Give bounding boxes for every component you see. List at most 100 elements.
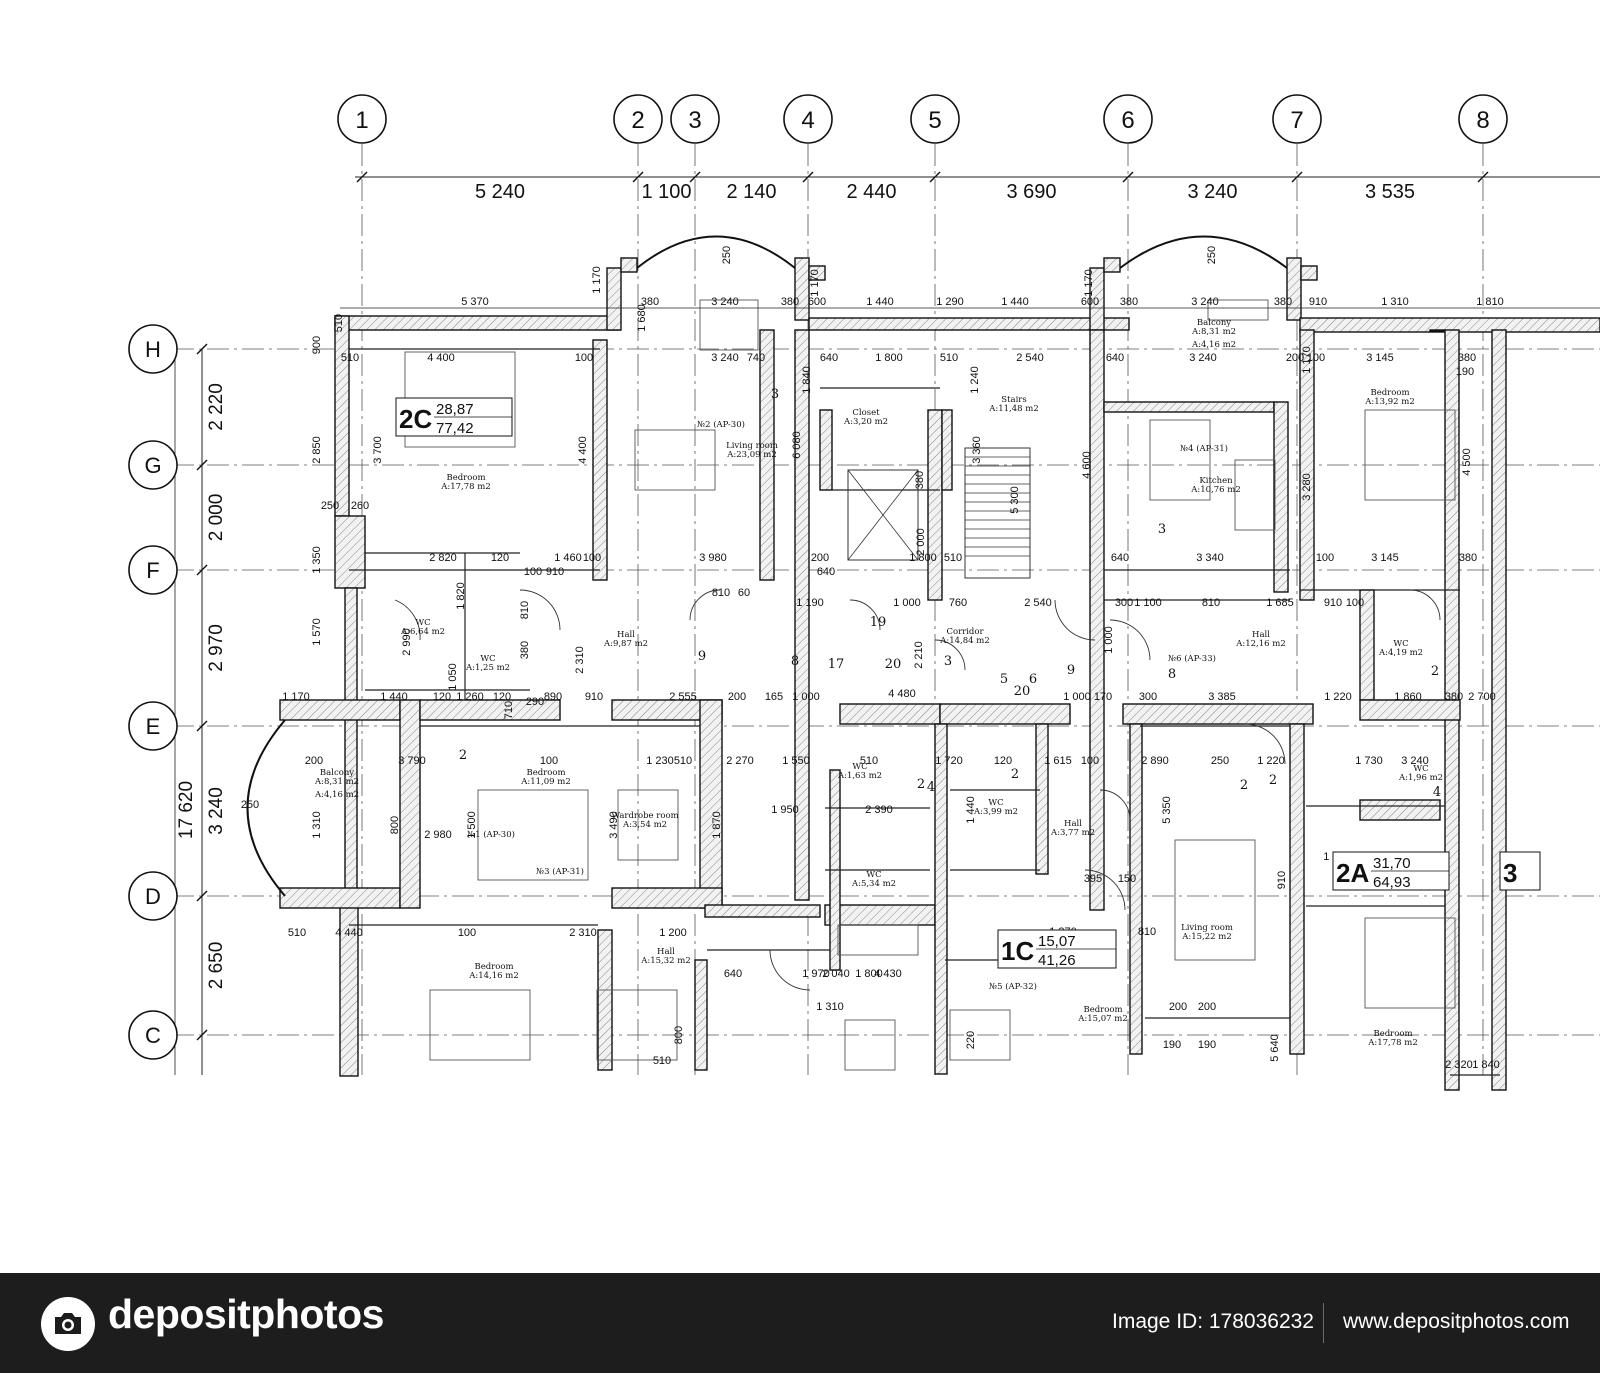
room-name-label: WC [415, 618, 430, 628]
dimension-text-misc: 260 [351, 500, 369, 512]
door-swing [1099, 789, 1131, 821]
room-sub-area-label: A:4,16 m2 [314, 790, 359, 800]
dimension-text-top: 2 440 [846, 181, 896, 203]
room-area-label: A:23,09 m2 [726, 450, 777, 460]
furniture-outline [429, 989, 531, 1061]
dimension-text-misc: 1 720 [935, 755, 963, 767]
dimension-text-misc: 810 [1202, 597, 1220, 609]
unit-area-box [1499, 851, 1541, 891]
room-name-label: Balcony [320, 768, 354, 778]
dimension-text-misc: 100 [458, 927, 476, 939]
room-area-label: A:3,99 m2 [973, 807, 1018, 817]
door-swing [1054, 599, 1096, 641]
dimension-text-second: 380 [641, 296, 659, 308]
room-name-label: Corridor [946, 627, 984, 637]
callout-number: 2 [1240, 778, 1248, 793]
dimension-text-misc: 100 [1307, 352, 1325, 364]
dimension-text-misc: 190 [1163, 1039, 1181, 1051]
dimension-text-misc: 190 [1198, 1039, 1216, 1051]
dimension-tick [689, 171, 701, 183]
callout-number: 20 [1014, 684, 1031, 699]
room-area-label: A:5,34 m2 [851, 879, 896, 889]
dimension-text-misc: 250 [321, 500, 339, 512]
callout-number: 2 [917, 777, 925, 792]
dimension-tick [196, 343, 208, 355]
dimension-tick [632, 171, 644, 183]
dimension-text-misc: 5 640 [1269, 1034, 1281, 1062]
grid-bubble-col-1 [337, 94, 387, 144]
dimension-text-misc: 3 700 [372, 436, 384, 464]
room-name-label: Closet [852, 408, 880, 418]
grid-bubble-col-label: 3 [688, 107, 701, 134]
room-area-label: A:3,77 m2 [1050, 828, 1095, 838]
dimension-text-misc: 200 [811, 552, 829, 564]
door-swing [394, 599, 421, 641]
dimension-text-misc: 810 [519, 601, 531, 619]
grid-bubble-row-label: E [146, 714, 161, 739]
callout-number: 17 [828, 657, 845, 672]
dimension-text-misc: 165 [765, 691, 783, 703]
room-tag-label: №4 (AP-31) [1180, 443, 1228, 454]
furniture-outline [699, 299, 759, 351]
unit-area-total: 77,42 [436, 420, 474, 437]
dimension-text-misc: 380 [1459, 552, 1477, 564]
dimension-text-misc: 910 [1324, 597, 1342, 609]
door-swing [1409, 589, 1441, 621]
room-name-label: WC [1393, 639, 1408, 649]
dimension-text-misc: 1 615 [1044, 755, 1072, 767]
grid-bubble-row-G [128, 440, 178, 490]
wall-segment [399, 699, 421, 909]
door-swing [1244, 723, 1286, 765]
dimension-text-misc: 1 050 [447, 663, 459, 691]
wall-segment [939, 703, 1071, 725]
room-name-label: Hall [617, 630, 635, 640]
room-name-label: Bedroom [1373, 1029, 1412, 1039]
dimension-text-misc: 1 800 [909, 552, 937, 564]
dimension-text-misc: 100 [575, 352, 593, 364]
wall-segment [1429, 329, 1445, 332]
dimension-text-misc: 3 490 [608, 811, 620, 839]
dimension-text-misc: 290 [526, 696, 544, 708]
dimension-text-misc: 2 820 [429, 552, 457, 564]
room-area-label: A:11,48 m2 [988, 404, 1039, 414]
dimension-text-misc: 1 800 [875, 352, 903, 364]
room-area-label: A:10,76 m2 [1190, 485, 1241, 495]
wall-segment [1300, 265, 1318, 281]
wall-segment [699, 699, 723, 909]
dimension-text-misc: 1 950 [771, 804, 799, 816]
door-swing [519, 589, 561, 631]
dimension-text-top: 3 240 [1187, 181, 1237, 203]
room-area-label: A:3,20 m2 [843, 417, 888, 427]
wall-segment [1103, 257, 1121, 273]
dimension-text-left: 2 000 [206, 494, 227, 542]
grid-bubble-row-label: D [145, 884, 161, 909]
bay-window-arc [246, 719, 286, 897]
dimension-tick [196, 890, 208, 902]
dimension-text-misc: 3 340 [1196, 552, 1224, 564]
brand-logo-text[interactable]: depositphotos [108, 1291, 384, 1337]
room-area-label: A:14,84 m2 [939, 636, 990, 646]
dimension-text-second: 600 [808, 296, 826, 308]
dimension-text-misc: 2 890 [1141, 755, 1169, 767]
dimension-text-misc: 4 500 [1461, 448, 1473, 476]
dimension-text-misc: 1 840 [801, 366, 813, 394]
dimension-text-misc: 1 170 [1083, 269, 1095, 297]
furniture-outline [617, 789, 679, 861]
wall-segment [344, 587, 358, 909]
camera-logo-icon [41, 1297, 95, 1351]
callout-number: 3 [944, 654, 952, 669]
dimension-text-misc: 2 320 [1445, 1059, 1473, 1071]
unit-code: 3 [1503, 858, 1517, 888]
dimension-tick [802, 171, 814, 183]
room-name-label: Bedroom [1083, 1005, 1122, 1015]
room-name-label: Bedroom [526, 768, 565, 778]
furniture-outline [1234, 459, 1276, 531]
dimension-tick [1122, 171, 1134, 183]
wall-segment [934, 723, 948, 1075]
unit-area-living: 15,07 [1038, 933, 1076, 950]
room-tag-label: №2 (AP-30) [697, 419, 745, 430]
site-url-link[interactable]: www.depositphotos.com [1343, 1310, 1570, 1333]
dimension-text-misc: 3 790 [398, 755, 426, 767]
